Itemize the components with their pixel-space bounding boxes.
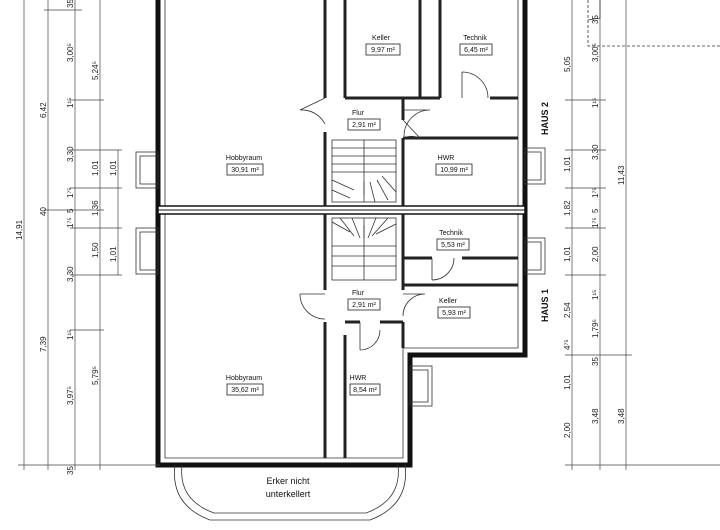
room-area: 10,99 m²	[440, 167, 468, 174]
dim-label: 2,00	[591, 246, 600, 262]
dim-label: 1,50	[91, 242, 100, 258]
room-hobbyraum-haus2: Hobbyraum 30,91 m²	[226, 155, 264, 176]
dimension-labels-left: 14,91 6,42 40 7,39 35 3,00⁵ 1¹⁵ 3,30 1⁷⁵…	[15, 0, 118, 475]
room-name: Keller	[372, 35, 391, 42]
room-hwr-haus1: HWR 8,54 m²	[349, 375, 381, 396]
dim-label: 1⁷⁵	[591, 217, 600, 228]
erker-outline	[174, 464, 406, 521]
dim-label: 1⁷⁵	[591, 187, 600, 198]
room-technik-haus2: Technik 6,45 m²	[459, 35, 493, 56]
dim-label: 7,39	[39, 336, 48, 352]
dim-label: 35	[66, 0, 75, 8]
room-name: Hobbyraum	[226, 375, 262, 382]
dim-label: 1,79⁵	[591, 319, 600, 338]
dim-label: 11,43	[617, 165, 626, 185]
dim-label: 2,00	[563, 422, 572, 438]
dimension-lines-left	[18, 0, 160, 470]
room-labels: Keller 9,97 m² Technik 6,45 m² Flur 2,91…	[226, 35, 493, 396]
haus-2-label: HAUS 2	[540, 102, 550, 135]
dim-label: 1,36	[91, 200, 100, 216]
outer-walls	[155, 0, 528, 468]
interior-walls-haus1	[323, 214, 518, 458]
room-flur-haus2: Flur 2,91 m²	[347, 110, 381, 131]
dimension-labels-right: 5,05 1,01 1,82 1,01 2,54 4⁷⁵ 1,01 2,00 3…	[563, 15, 626, 438]
dim-label: 3,48	[617, 408, 626, 424]
dim-label: 1¹⁵	[66, 330, 75, 340]
dim-label: 1,01	[563, 374, 572, 390]
room-name: Keller	[439, 298, 458, 305]
dim-label: 3,00⁵	[66, 43, 75, 62]
dim-label: 1¹⁵	[66, 98, 75, 108]
dim-label: 5	[591, 208, 600, 213]
dim-label: 6,42	[39, 102, 48, 118]
room-area: 9,97 m²	[371, 47, 395, 54]
dim-label: 2,54	[563, 302, 572, 318]
dim-label: 1¹⁵	[591, 290, 600, 300]
dim-label: 3,48	[591, 408, 600, 424]
party-wall	[157, 205, 526, 215]
dim-label: 3,30	[591, 144, 600, 160]
erker-note-line2: unterkellert	[266, 489, 311, 499]
dim-label: 35	[591, 357, 600, 366]
annex-dashed	[587, 0, 720, 47]
room-name: Flur	[352, 110, 365, 117]
dim-label: 1,01	[109, 246, 118, 262]
room-hobbyraum-haus1: Hobbyraum 35,62 m²	[226, 375, 264, 396]
dim-label: 4⁷⁵	[563, 339, 572, 350]
dim-label: 1⁷⁵	[66, 217, 75, 228]
dim-label: 1,82	[563, 200, 572, 216]
doors	[299, 71, 489, 351]
erker-note-line1: Erker nicht	[266, 476, 310, 486]
room-keller-haus2: Keller 9,97 m²	[365, 35, 401, 56]
room-keller-haus1: Keller 5,93 m²	[437, 298, 471, 319]
windows	[135, 147, 546, 407]
room-area: 30,91 m²	[231, 167, 259, 174]
dim-label: 5	[66, 208, 75, 213]
haus-1-label: HAUS 1	[540, 289, 550, 322]
staircase-haus2	[331, 139, 397, 203]
room-area: 6,45 m²	[464, 47, 488, 54]
dim-label: 40	[39, 207, 48, 216]
dim-label: 1,01	[109, 160, 118, 176]
room-area: 35,62 m²	[231, 387, 259, 394]
room-name: HWR	[438, 155, 455, 162]
dim-label: 3,30	[66, 146, 75, 162]
dim-label: 14,91	[15, 219, 24, 240]
room-technik-haus1: Technik 5,53 m²	[436, 230, 470, 251]
dim-label: 1,01	[91, 160, 100, 176]
room-hwr-haus2: HWR 10,99 m²	[435, 155, 473, 176]
dim-label: 35	[66, 466, 75, 475]
dim-label: 3,30	[66, 266, 75, 282]
room-area: 5,53 m²	[441, 242, 465, 249]
interior-walls-haus2	[323, 0, 518, 206]
room-area: 2,91 m²	[352, 122, 376, 129]
dim-label: 1,01	[563, 156, 572, 172]
dim-label: 5,79⁵	[91, 366, 100, 385]
room-area: 2,91 m²	[352, 302, 376, 309]
room-name: Hobbyraum	[226, 155, 262, 162]
room-name: HWR	[350, 375, 367, 382]
dim-label: 1⁷⁵	[66, 187, 75, 198]
staircase-haus1	[331, 217, 397, 281]
room-area: 8,54 m²	[353, 387, 377, 394]
room-flur-haus1: Flur 2,91 m²	[347, 290, 381, 311]
room-name: Technik	[463, 35, 487, 42]
room-name: Flur	[352, 290, 365, 297]
dim-label: 3,00⁵	[591, 43, 600, 62]
dim-label: 35	[591, 15, 600, 24]
dim-label: 1,01	[563, 246, 572, 262]
dim-label: 3,97⁵	[66, 386, 75, 405]
dim-label: 5,05	[563, 56, 572, 72]
dim-label: 1¹⁵	[591, 98, 600, 108]
dim-label: 5,24⁵	[91, 61, 100, 80]
room-area: 5,93 m²	[442, 310, 466, 317]
dimension-lines-right	[565, 0, 720, 470]
room-name: Technik	[439, 230, 463, 237]
